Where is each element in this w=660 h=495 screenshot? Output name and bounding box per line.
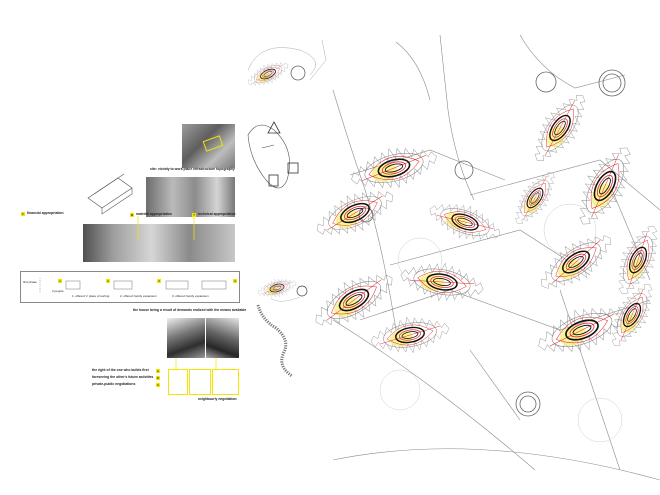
strip-marker-2: 2	[106, 279, 110, 283]
negotiation-marker-c: C	[156, 383, 160, 387]
strip-step-4: 3. offered: family expansion	[172, 294, 209, 298]
site-plot	[247, 124, 290, 189]
left-mid-pod	[255, 273, 299, 303]
ghost-icon	[287, 162, 299, 174]
strip-sketches	[39, 278, 227, 293]
right-panel-faint-rings	[379, 203, 623, 443]
negotiation-marker-a: A	[156, 369, 160, 373]
left-top-pod	[243, 55, 293, 93]
material-photo	[146, 177, 235, 217]
technical-marker: T	[192, 213, 196, 217]
sketch-box-c	[212, 369, 239, 395]
pod-1	[345, 136, 443, 200]
strip-step-3: 2. offered: family expansion	[120, 294, 157, 298]
pod-11	[367, 309, 453, 361]
right-panel-circles	[358, 69, 626, 417]
financial-label: financial appropriation	[27, 211, 64, 215]
pod-9	[396, 255, 488, 309]
negotiation-caption: neighbourly negotiation	[198, 397, 237, 401]
site-caption: site: vicinity to work place infrastruct…	[150, 167, 235, 171]
strip-step-2: 1. offered 'x' place of sorting	[72, 294, 110, 298]
technical-label: technical appropriation	[198, 212, 236, 216]
strip-step-1: 2 people	[52, 289, 64, 293]
negotiation-photo-2	[206, 318, 239, 358]
expansion-strip	[20, 271, 240, 303]
negotiation-photo-1	[167, 318, 205, 358]
material-label: material appropriation	[136, 212, 172, 216]
sketch-box-a	[168, 369, 188, 395]
strip-marker-3: 3	[157, 279, 161, 283]
vine-sketch	[256, 304, 293, 378]
warning-icon	[267, 121, 281, 134]
site-aerial-photo	[182, 124, 235, 168]
pod-5	[505, 164, 565, 232]
pod-10	[305, 259, 403, 341]
strip-start-label: first phase	[23, 280, 37, 284]
pod-2	[521, 84, 599, 172]
negotiation-line-c: private-public negotiations	[92, 382, 136, 386]
pod-13	[599, 275, 660, 355]
strip-marker-1: 1	[58, 279, 62, 283]
technical-photo	[83, 224, 235, 262]
left-top-ring	[290, 65, 306, 81]
material-marker: M	[130, 213, 134, 217]
hook-icon	[268, 174, 279, 187]
sketch-box-b	[189, 369, 211, 395]
pod-8	[606, 218, 660, 302]
pod-6	[564, 137, 646, 235]
negotiation-marker-b: B	[156, 376, 160, 380]
right-panel-infra	[332, 34, 660, 481]
pod-3	[308, 177, 402, 249]
negotiation-line-a: the right of the one who builds first	[92, 368, 149, 372]
strip-marker-4: 4	[233, 279, 237, 283]
financial-sketch	[87, 173, 133, 215]
financial-marker: F	[21, 212, 25, 216]
pod-12	[530, 293, 634, 367]
strip-caption: the house being a result of demands real…	[133, 308, 247, 312]
pod-4	[423, 192, 507, 252]
negotiation-line-b: foreseeing the other's future activities	[92, 375, 154, 379]
